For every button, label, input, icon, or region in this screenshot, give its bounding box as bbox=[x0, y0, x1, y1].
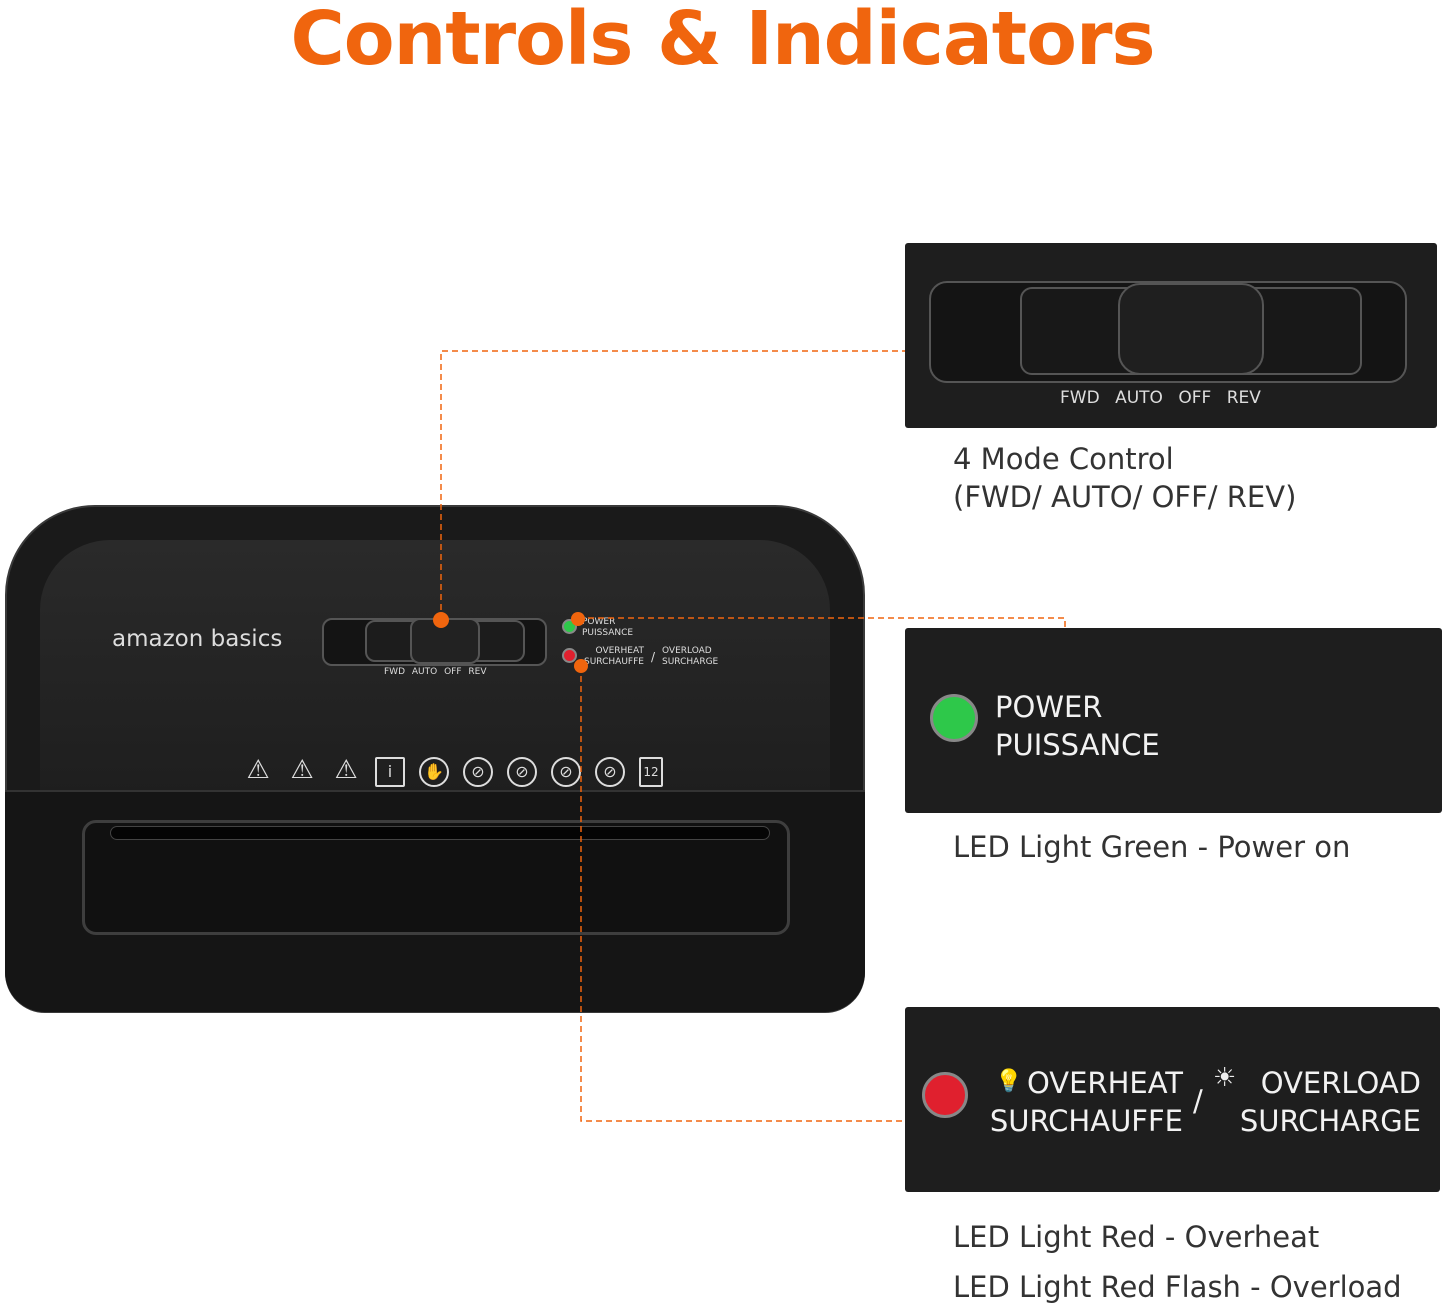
switch-closeup-panel: FWD AUTO OFF REV bbox=[905, 243, 1437, 428]
safety-icons: ⚠ ⚠ ⚠ i ✋ ⊘ ⊘ ⊘ ⊘ 12 bbox=[243, 757, 663, 787]
power-caption: LED Light Green - Power on bbox=[953, 830, 1351, 864]
brand-logo: amazon basics bbox=[112, 626, 283, 652]
label-rev: REV bbox=[468, 667, 487, 677]
red-led-icon bbox=[922, 1072, 968, 1118]
switch-caption: 4 Mode Control(FWD/ AUTO/ OFF/ REV) bbox=[953, 442, 1297, 514]
callout-line-overheat bbox=[580, 666, 905, 1122]
no-hair-icon: ⊘ bbox=[551, 757, 581, 787]
warning-icon: ⚠ bbox=[246, 755, 270, 785]
shredder-lid bbox=[40, 540, 830, 800]
label-fwd: FWD bbox=[384, 667, 406, 677]
no-aerosol-icon: ⊘ bbox=[595, 757, 625, 787]
switch-knob bbox=[1118, 283, 1264, 375]
no-hands-icon: ✋ bbox=[419, 757, 449, 787]
bulb-icon: 💡 bbox=[995, 1069, 1023, 1094]
label-off: OFF bbox=[444, 667, 462, 677]
no-children-icon: ⊘ bbox=[507, 757, 537, 787]
flashing-bulb-icon: ☀ bbox=[1213, 1063, 1237, 1093]
mode-switch-labels: FWD AUTO OFF REV bbox=[384, 667, 487, 677]
sheet-capacity-icon: 12 bbox=[639, 757, 663, 787]
callout-dot-power bbox=[571, 612, 585, 626]
green-led-icon bbox=[930, 694, 978, 742]
warning-icon: ⚠ bbox=[334, 755, 358, 785]
warning-icon: ⚠ bbox=[290, 755, 314, 785]
label-auto: AUTO bbox=[411, 667, 438, 677]
callout-line-switch bbox=[440, 350, 905, 620]
callout-dot-overheat bbox=[574, 659, 588, 673]
overheat-led bbox=[562, 648, 577, 663]
no-tie-icon: ⊘ bbox=[463, 757, 493, 787]
paper-slot-opening bbox=[110, 826, 770, 840]
page-title: Controls & Indicators bbox=[290, 0, 1155, 82]
separator: / bbox=[1193, 1084, 1203, 1118]
switch-labels: FWD AUTO OFF REV bbox=[1060, 388, 1261, 408]
manual-icon: i bbox=[375, 757, 405, 787]
callout-line-power bbox=[578, 617, 1066, 628]
separator: / bbox=[651, 650, 656, 664]
callout-dot-switch bbox=[433, 612, 449, 628]
